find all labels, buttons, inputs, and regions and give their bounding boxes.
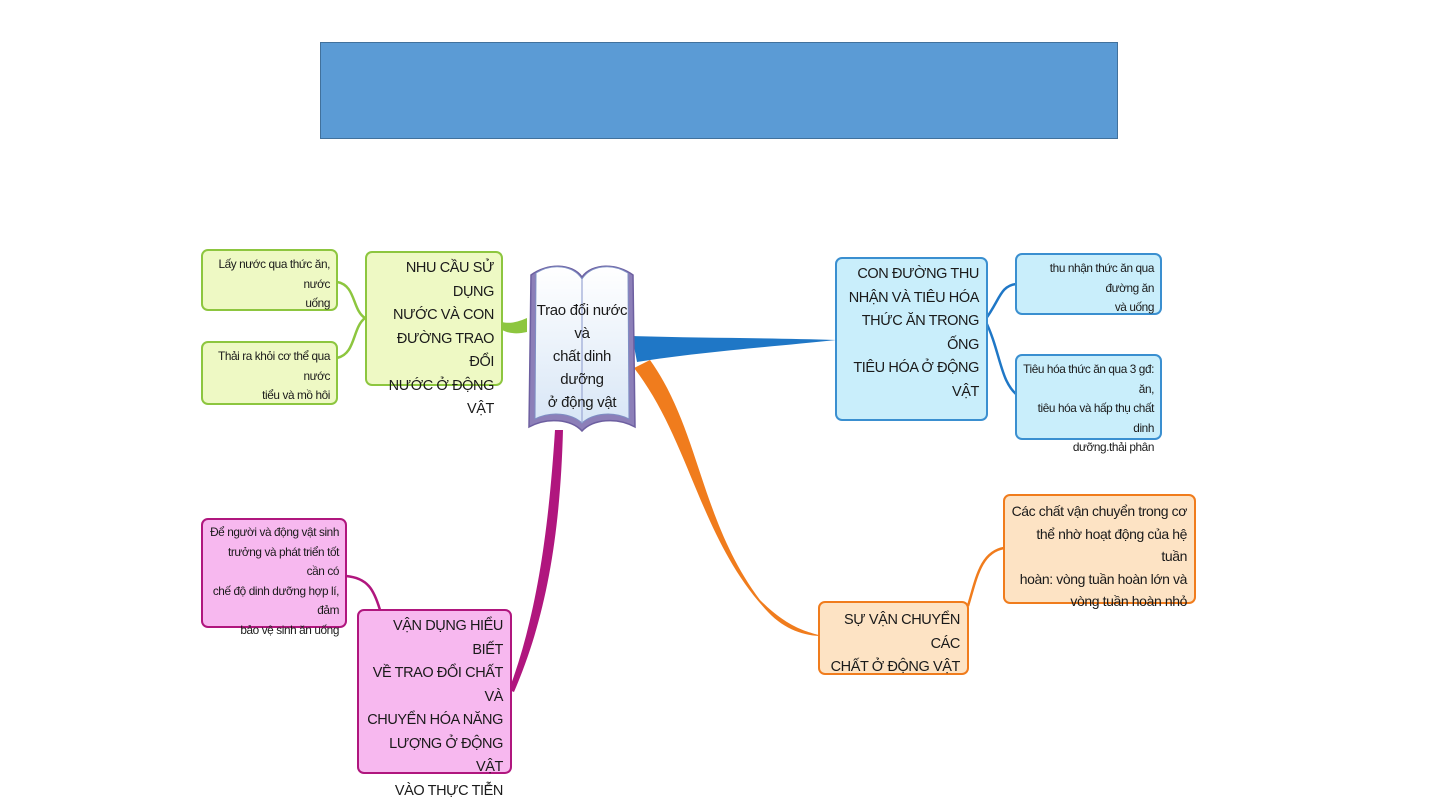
title-banner (320, 42, 1118, 139)
connector-center-water (502, 318, 527, 334)
subtopic-water-intake[interactable]: Lấy nước qua thức ăn, nước uống (201, 249, 338, 311)
subtopic-water-intake-label: Lấy nước qua thức ăn, nước uống (218, 257, 330, 310)
subtopic-digestion-stages[interactable]: Tiêu hóa thức ăn qua 3 gđ: ăn, tiêu hóa … (1015, 354, 1162, 454)
topic-application[interactable]: VẬN DỤNG HIỂU BIẾT VỀ TRAO ĐỔI CHẤT VÀ C… (357, 609, 512, 799)
subtopic-nutrition-advice-label: Để người và động vật sinh trưởng và phát… (210, 525, 339, 637)
open-book-icon (528, 265, 636, 433)
connector-application-child (345, 574, 382, 611)
connector-center-transport (634, 360, 822, 636)
connector-water-child-2 (336, 317, 366, 360)
topic-digestion[interactable]: CON ĐƯỜNG THU NHẬN VÀ TIÊU HÓA THỨC ĂN T… (835, 257, 988, 421)
subtopic-water-excretion-label: Thải ra khỏi cơ thể qua nước tiểu và mồ … (218, 349, 330, 402)
connector-water-child-1 (336, 280, 366, 320)
central-topic[interactable]: Trao đổi nước và chất dinh dưỡng ở động … (527, 255, 637, 435)
connector-center-digestion (632, 336, 836, 362)
topic-digestion-label: CON ĐƯỜNG THU NHẬN VÀ TIÊU HÓA THỨC ĂN T… (848, 266, 980, 400)
topic-water-exchange-label: NHU CẦU SỬ DỤNG NƯỚC VÀ CON ĐƯỜNG TRAO Đ… (388, 260, 495, 417)
connector-center-application (509, 430, 563, 692)
topic-application-label: VẬN DỤNG HIỂU BIẾT VỀ TRAO ĐỔI CHẤT VÀ C… (367, 618, 503, 799)
subtopic-food-intake-label: thu nhận thức ăn qua đường ăn và uống (1049, 261, 1155, 314)
connector-digestion-child-2 (983, 319, 1017, 395)
subtopic-water-excretion[interactable]: Thải ra khỏi cơ thể qua nước tiểu và mồ … (201, 341, 338, 405)
subtopic-nutrition-advice[interactable]: Để người và động vật sinh trưởng và phát… (201, 518, 347, 637)
subtopic-circulation[interactable]: Các chất vận chuyển trong cơ thể nhờ hoạ… (1003, 494, 1196, 609)
topic-water-exchange[interactable]: NHU CẦU SỬ DỤNG NƯỚC VÀ CON ĐƯỜNG TRAO Đ… (365, 251, 503, 417)
subtopic-circulation-label: Các chất vận chuyển trong cơ thể nhờ hoạ… (1011, 503, 1188, 609)
connector-transport-child (966, 546, 1005, 607)
connector-digestion-child-1 (983, 282, 1017, 321)
topic-transport-label: SỰ VẬN CHUYỂN CÁC CHẤT Ở ĐỘNG VẬT (830, 612, 961, 675)
topic-transport[interactable]: SỰ VẬN CHUYỂN CÁC CHẤT Ở ĐỘNG VẬT (818, 601, 969, 675)
subtopic-food-intake[interactable]: thu nhận thức ăn qua đường ăn và uống (1015, 253, 1162, 315)
subtopic-digestion-stages-label: Tiêu hóa thức ăn qua 3 gđ: ăn, tiêu hóa … (1023, 362, 1154, 454)
central-topic-label: Trao đổi nước và chất dinh dưỡng ở động … (536, 302, 628, 411)
